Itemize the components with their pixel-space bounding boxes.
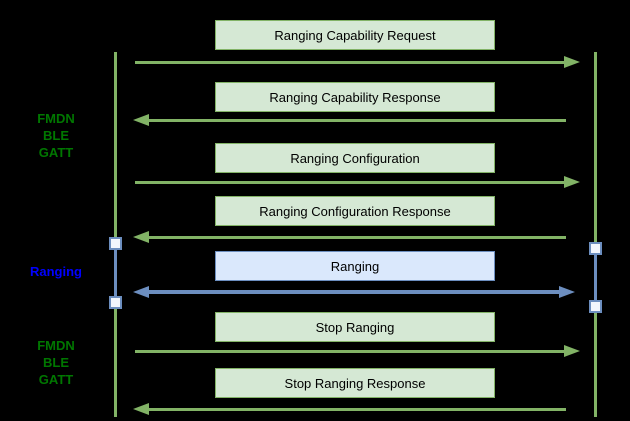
lifeline-left	[114, 52, 117, 417]
activation-marker-icon	[589, 300, 602, 313]
arrow-line	[145, 290, 563, 294]
message-box-ranging-capability-request: Ranging Capability Request	[215, 20, 495, 50]
message-box-stop-ranging: Stop Ranging	[215, 312, 495, 342]
message-arrow-right	[135, 56, 580, 68]
arrow-line	[145, 119, 566, 122]
arrowhead-left-icon	[133, 231, 149, 243]
activation-marker-icon	[109, 237, 122, 250]
message-label: Stop Ranging Response	[284, 375, 426, 391]
arrowhead-left-icon	[133, 403, 149, 415]
message-arrow-right	[135, 345, 580, 357]
message-arrow-left	[133, 403, 566, 415]
activation-marker-icon	[589, 242, 602, 255]
phase-label-line: FMDN	[37, 111, 75, 126]
message-box-ranging-capability-response: Ranging Capability Response	[215, 82, 495, 112]
message-arrow-right	[135, 176, 580, 188]
lifeline-left-ranging-segment	[114, 250, 117, 296]
arrow-line	[145, 408, 566, 411]
phase-label-line: GATT	[38, 145, 74, 160]
message-box-ranging: Ranging	[215, 251, 495, 281]
phase-label-line: FMDN	[37, 338, 75, 353]
message-label: Ranging	[330, 258, 380, 274]
lifeline-right	[594, 52, 597, 417]
phase-label-ranging: Ranging	[0, 263, 112, 280]
arrow-line	[145, 236, 566, 239]
activation-marker-icon	[109, 296, 122, 309]
message-label: Stop Ranging	[315, 319, 395, 335]
message-label: Ranging Configuration Response	[259, 203, 451, 219]
phase-label-line: Ranging	[30, 264, 82, 279]
phase-label-fmdn-ble-gatt-top: FMDN BLE GATT	[0, 110, 112, 161]
message-arrow-left	[133, 114, 566, 126]
arrowhead-right-icon	[564, 345, 580, 357]
message-label: Ranging Configuration	[290, 150, 420, 166]
phase-label-line: BLE	[43, 128, 69, 143]
lifeline-right-ranging-segment	[594, 252, 597, 300]
message-arrow-bidirectional	[133, 286, 575, 298]
arrowhead-right-icon	[564, 56, 580, 68]
arrow-line	[135, 181, 568, 184]
arrow-line	[135, 61, 568, 64]
message-box-stop-ranging-response: Stop Ranging Response	[215, 368, 495, 398]
arrowhead-left-icon	[133, 286, 149, 298]
arrow-line	[135, 350, 568, 353]
message-box-ranging-configuration-response: Ranging Configuration Response	[215, 196, 495, 226]
message-box-ranging-configuration: Ranging Configuration	[215, 143, 495, 173]
phase-label-fmdn-ble-gatt-bottom: FMDN BLE GATT	[0, 337, 112, 388]
arrowhead-left-icon	[133, 114, 149, 126]
phase-label-line: BLE	[43, 355, 69, 370]
message-label: Ranging Capability Response	[269, 89, 441, 105]
arrowhead-right-icon	[564, 176, 580, 188]
message-label: Ranging Capability Request	[274, 27, 436, 43]
arrowhead-right-icon	[559, 286, 575, 298]
message-arrow-left	[133, 231, 566, 243]
phase-label-line: GATT	[38, 372, 74, 387]
